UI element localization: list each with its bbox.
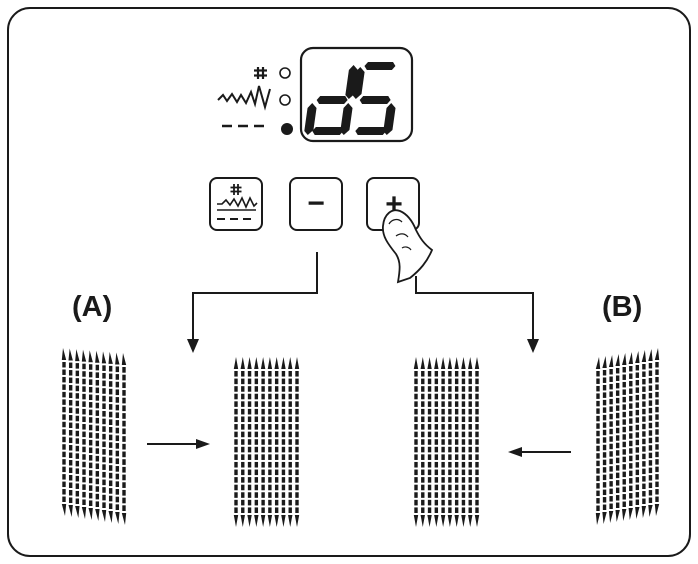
label-a: (A) [72,291,113,323]
stitch-column [628,352,633,520]
stitch-column [68,348,73,517]
stitch-column [260,357,266,527]
stitch-mode-button[interactable] [209,177,263,231]
stitch-column [622,353,627,521]
stitch-column [247,357,252,527]
minus-button-label: − [307,187,325,220]
stitch-column [608,355,614,523]
seven-segment-display: d5 [299,46,414,143]
minus-connector-arrow [187,252,318,353]
stitch-column [101,351,107,522]
minus-button[interactable]: − [289,177,343,231]
hash-icon [254,67,267,79]
stitch-column [274,357,279,527]
indicator-lamp-straight [281,123,293,135]
stitch-column [95,350,100,521]
stitch-column [254,357,259,527]
stitch-column [420,357,425,527]
display-digit-5 [352,62,396,135]
stitch-column [240,357,245,527]
stitch-column [108,351,113,523]
stitch-column [648,349,653,517]
stitch-column [81,349,87,519]
stitch-column [233,357,239,527]
stitch-column [461,357,466,527]
stitch-column [121,353,127,525]
right-arrow [147,439,210,449]
indicator-lamp-hash [279,67,291,79]
stitch-pattern-a-skewed [61,348,127,525]
stitch-column [454,357,459,527]
zigzag-stitch-icon [217,196,258,209]
stitch-column [595,357,601,525]
stitch-column [413,357,419,527]
mode-indicator-panel [217,67,293,135]
stitch-column [654,348,660,516]
stitch-column [61,348,67,516]
finger-pressing-icon [382,209,434,284]
zigzag-stitch-icon [217,85,271,111]
stitch-column [281,357,286,527]
plus-connector-arrow [415,276,539,353]
stitch-column [474,357,480,527]
stitch-column [427,357,432,527]
stitch-column [288,357,293,527]
stitch-column [75,349,80,518]
stitch-column [294,357,300,527]
stitch-column [440,357,446,527]
left-arrow [508,447,571,457]
hash-icon [230,184,242,195]
label-b: (B) [602,291,643,323]
stitch-column [615,354,620,522]
stitch-column [602,356,607,524]
stitch-pattern-b-corrected [413,357,480,527]
stitch-column [434,357,439,527]
stitch-column [88,350,93,520]
stitch-column [641,350,647,518]
stitch-column [447,357,453,527]
outer-frame [7,7,691,557]
stitch-column [115,352,120,524]
stitch-column [468,357,473,527]
stitch-column [635,351,640,519]
stitch-column [267,357,273,527]
stitch-pattern-b-skewed [595,348,660,525]
indicator-lamp-zigzag [279,94,291,106]
stitch-pattern-a-corrected [233,357,300,527]
